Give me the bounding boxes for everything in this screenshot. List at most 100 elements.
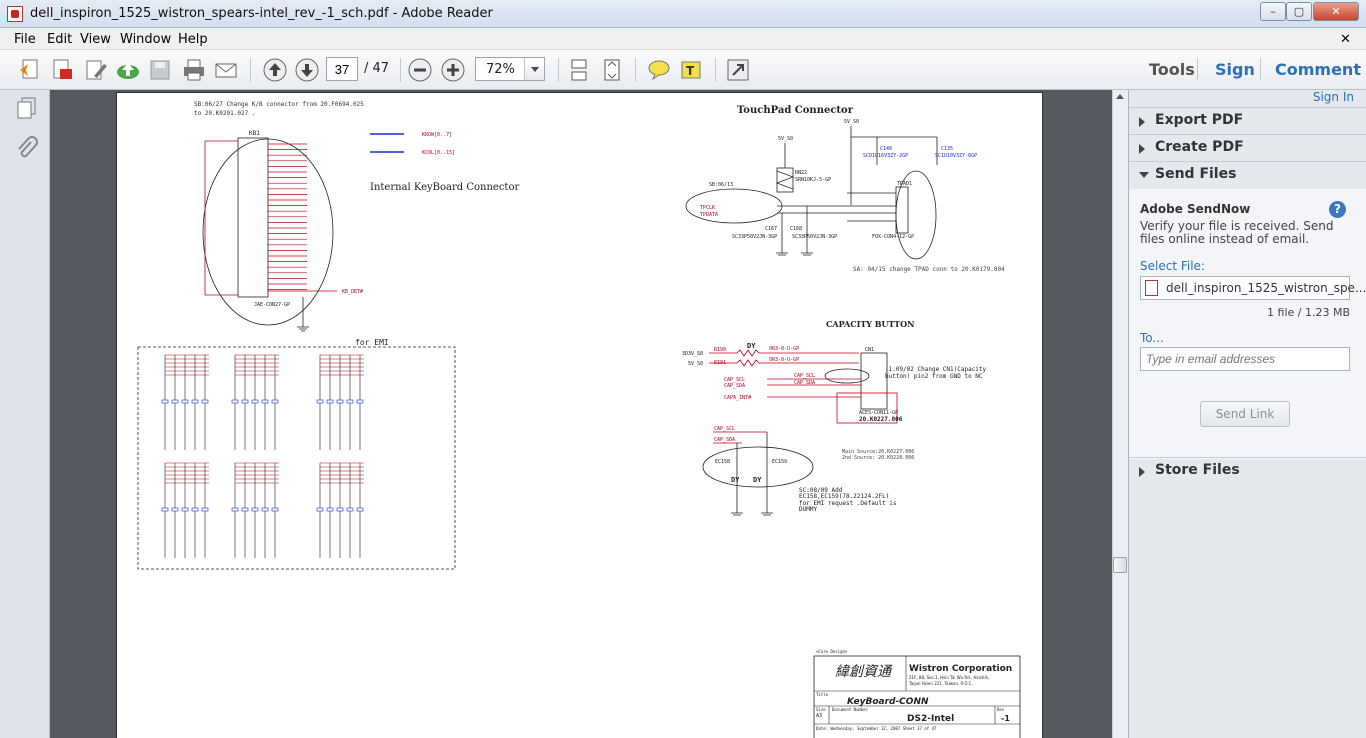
menu-bar: File Edit View Window Help ✕: [0, 28, 1366, 50]
zoom-in-icon[interactable]: [439, 56, 467, 84]
pdf-page: SB:06/27 Change K/B connector from 20.F0…: [117, 93, 1042, 738]
create-pdf-icon[interactable]: [16, 56, 44, 84]
scroll-mode-icon[interactable]: [565, 56, 593, 84]
r190-label: R190: [714, 347, 726, 353]
emi-capacitor: [261, 507, 269, 512]
ec158-label: EC158: [715, 459, 730, 465]
close-button[interactable]: ✕: [1313, 2, 1359, 21]
sendnow-title: Adobe SendNow: [1140, 202, 1251, 216]
open-pdf-icon[interactable]: [48, 56, 76, 84]
scrollbar-thumb[interactable]: [1113, 557, 1127, 573]
email-icon[interactable]: [212, 56, 240, 84]
document-viewer[interactable]: SB:06/27 Change K/B connector from 20.F0…: [50, 90, 1112, 738]
email-input[interactable]: [1140, 347, 1350, 371]
menu-view[interactable]: View: [80, 32, 111, 47]
toolbar: T: [0, 50, 1366, 90]
window-title: dell_inspiron_1525_wistron_spears-intel_…: [30, 6, 493, 21]
rn22-label: RN22: [795, 170, 807, 176]
c148-part: SCD1U16V3ZY-2GP: [863, 153, 908, 159]
sign-in-link[interactable]: Sign In: [1312, 90, 1354, 104]
touchpad-title: TouchPad Connector: [737, 105, 854, 116]
edit-pdf-icon[interactable]: [82, 56, 110, 84]
emi-capacitor: [356, 507, 364, 512]
save-icon[interactable]: [146, 56, 174, 84]
create-pdf-label: Create PDF: [1155, 139, 1244, 155]
kb-part: JAE-CON27-GP: [254, 302, 290, 308]
highlight-icon[interactable]: T: [677, 56, 705, 84]
menu-edit[interactable]: Edit: [47, 32, 73, 47]
menu-window[interactable]: Window: [120, 32, 172, 47]
chevron-right-icon: [1139, 144, 1145, 154]
cap-sda-label-2: CAP_SDA: [724, 383, 745, 389]
close-document-icon[interactable]: ✕: [1340, 32, 1351, 47]
v5-s0-label-3: 5V_S0: [688, 361, 703, 367]
menu-help[interactable]: Help: [178, 32, 208, 47]
tpdata-label: TPDATA: [700, 212, 718, 218]
c168-part: SC33P50V2JN-3GP: [792, 234, 837, 240]
emi-capacitor: [271, 507, 279, 512]
fit-page-icon[interactable]: [598, 56, 626, 84]
comment-icon[interactable]: [645, 56, 673, 84]
next-page-icon[interactable]: [293, 56, 321, 84]
comment-tab[interactable]: Comment: [1275, 60, 1361, 79]
menu-file[interactable]: File: [14, 32, 36, 47]
emi-capacitor: [191, 399, 199, 404]
scroll-up-arrow[interactable]: [1116, 94, 1124, 99]
create-pdf-section[interactable]: Create PDF: [1129, 134, 1366, 160]
zoom-select[interactable]: 72%: [475, 57, 545, 81]
kb-det-label: KB_DET#: [342, 289, 363, 295]
print-icon[interactable]: [180, 56, 208, 84]
r191-part: 0R3-0-U-GP: [769, 357, 799, 363]
title-bar: dell_inspiron_1525_wistron_spears-intel_…: [0, 0, 1366, 28]
store-files-label: Store Files: [1155, 462, 1240, 478]
v5-s0-label-1: 5V_S0: [778, 136, 793, 142]
export-pdf-section[interactable]: Export PDF: [1129, 107, 1366, 133]
sign-tab[interactable]: Sign: [1215, 60, 1255, 79]
company-addr-1: 21F, 88, Sec.1, Hsin Tai Wu Rd., Hsichih…: [909, 675, 989, 680]
c148-label: C148: [880, 146, 892, 152]
rev-label: Rev: [997, 707, 1005, 712]
send-link-button[interactable]: Send Link: [1200, 401, 1290, 427]
vertical-scrollbar[interactable]: [1112, 90, 1128, 738]
chevron-right-icon: [1139, 117, 1145, 127]
send-files-label: Send Files: [1155, 166, 1237, 182]
capa-int-label: CAPA_INT#: [724, 395, 751, 401]
size-value: A3: [816, 713, 822, 719]
date-row: Date: Wednesday, September 12, 2007 Shee…: [816, 726, 937, 731]
cn1-label: CN1: [865, 347, 874, 353]
page-thumbnails-icon[interactable]: [15, 96, 39, 122]
tpad-label: TPAD1: [897, 181, 912, 187]
emi-capacitor: [271, 399, 279, 404]
zoom-out-icon[interactable]: [406, 56, 434, 84]
rev-value: -1: [1001, 714, 1010, 723]
cn1-note-2: button) pin2 from GND to NC: [885, 373, 983, 380]
v3d3-label: 3D3V_S0: [682, 351, 703, 357]
help-icon[interactable]: ?: [1329, 201, 1346, 218]
emi-capacitor: [181, 399, 189, 404]
docnum-label: Document Number: [832, 707, 869, 712]
minimize-button[interactable]: –: [1260, 2, 1286, 21]
send-files-section[interactable]: Send Files: [1129, 161, 1366, 187]
c167-part: SC33P50V2JN-3GP: [732, 234, 777, 240]
selected-file-box[interactable]: dell_inspiron_1525_wistron_spe...: [1140, 276, 1366, 300]
emi-capacitor: [261, 399, 269, 404]
upload-cloud-icon[interactable]: [114, 56, 142, 84]
emi-capacitor: [171, 507, 179, 512]
page-number-input[interactable]: [326, 57, 358, 81]
tools-tab[interactable]: Tools: [1149, 60, 1195, 79]
emi-capacitor: [316, 399, 324, 404]
chevron-down-icon[interactable]: [524, 58, 544, 80]
emi-capacitor: [201, 399, 209, 404]
attachments-icon[interactable]: [15, 136, 39, 162]
v5-s0-label-2: 5V_S0: [844, 119, 859, 125]
previous-page-icon[interactable]: [261, 56, 289, 84]
maximize-button[interactable]: ▢: [1286, 2, 1312, 21]
kcol-bus-label: KCOL[0..15]: [422, 150, 455, 156]
ec-cap-sda: CAP_SDA: [714, 437, 735, 443]
expand-icon[interactable]: [724, 56, 752, 84]
emi-capacitor: [161, 507, 169, 512]
store-files-section[interactable]: Store Files: [1129, 457, 1366, 483]
emi-box: [137, 346, 456, 570]
file-info: 1 file / 1.23 MB: [1267, 306, 1350, 319]
title-block: <Core Design> 緯創資通 Wistron Corporation 2…: [813, 649, 1021, 738]
